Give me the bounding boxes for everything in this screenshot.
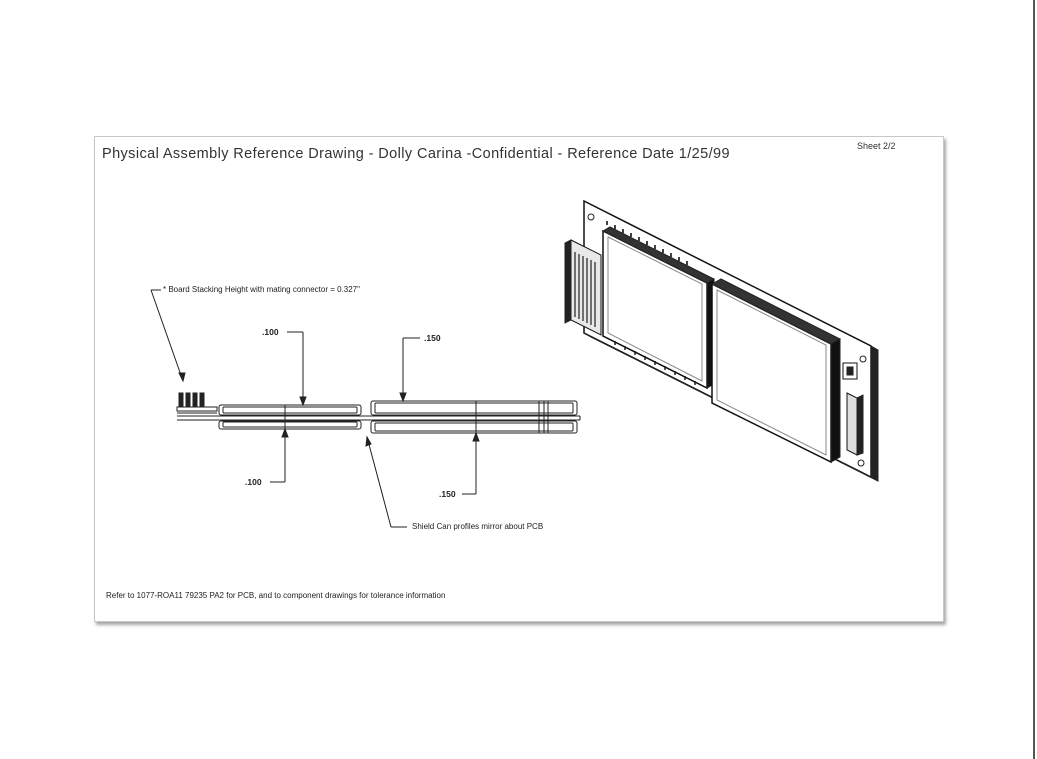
drawing-canvas (150, 199, 879, 528)
dim-label-top-right: .150 (424, 333, 441, 343)
drawing-sheet: Physical Assembly Reference Drawing - Do… (94, 136, 944, 622)
shield-can-note: Shield Can profiles mirror about PCB (412, 522, 544, 531)
dim-top-right-leader (399, 337, 420, 403)
dim-top-left-leader (287, 331, 307, 407)
drawing-title: Physical Assembly Reference Drawing - Do… (102, 146, 730, 162)
sheet-number: Sheet 2/2 (857, 141, 896, 151)
window-border (1033, 0, 1035, 759)
pcb-side-view (177, 415, 581, 421)
shield-note-leader (365, 435, 407, 528)
side-connector (176, 392, 218, 414)
isometric-pcb-assembly (564, 199, 879, 482)
dim-label-bottom-right: .150 (439, 489, 456, 499)
dim-bottom-right-leader (462, 431, 480, 495)
dim-label-top-left: .100 (262, 327, 279, 337)
stacking-leader (150, 289, 186, 383)
right-shield-cans (370, 400, 578, 434)
left-shield-cans (218, 404, 362, 430)
dim-label-bottom-left: .100 (245, 477, 262, 487)
dim-bottom-left-leader (270, 427, 289, 483)
stacking-height-note: * Board Stacking Height with mating conn… (163, 285, 360, 294)
reference-note: Refer to 1077-ROA11 79235 PA2 for PCB, a… (106, 591, 446, 600)
